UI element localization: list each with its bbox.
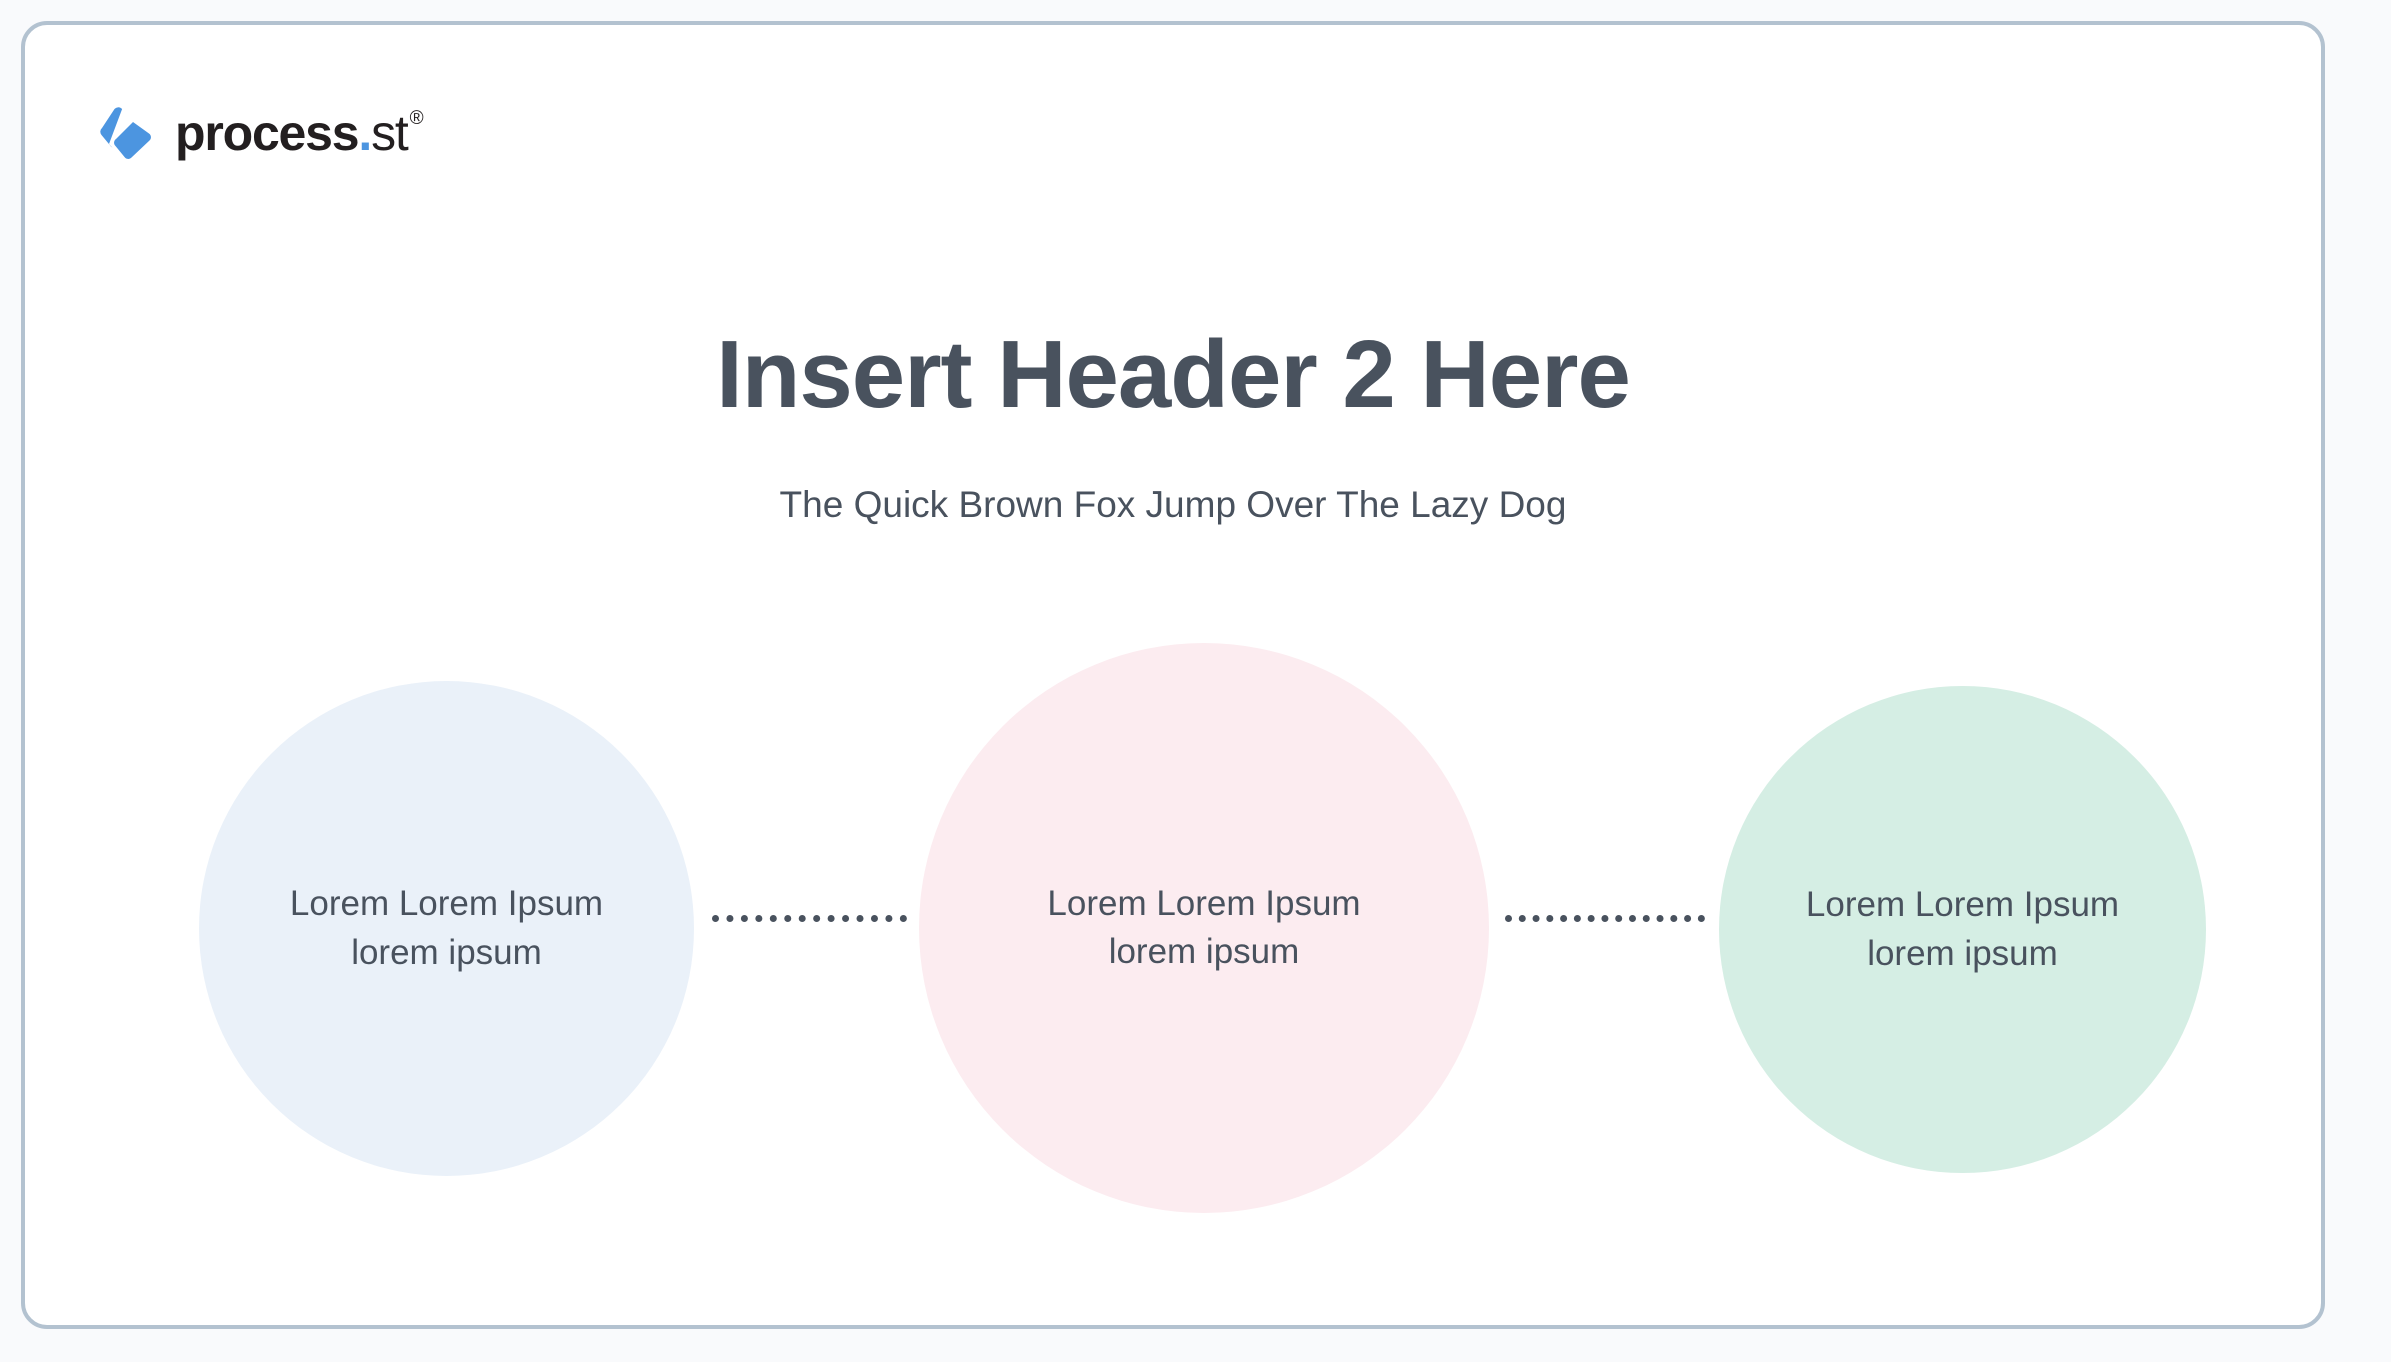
flow-node-3-label: Lorem Lorem Ipsum lorem ipsum (1778, 881, 2147, 978)
flow-node-3-line2: lorem ipsum (1867, 933, 2058, 973)
flow-node-2-label: Lorem Lorem Ipsum lorem ipsum (1019, 880, 1388, 977)
flow-connector-2 (1505, 915, 1705, 922)
flow-node-2-line1: Lorem Lorem Ipsum (1047, 883, 1361, 923)
flow-node-1: Lorem Lorem Ipsum lorem ipsum (199, 681, 694, 1176)
flow-node-2: Lorem Lorem Ipsum lorem ipsum (919, 643, 1489, 1213)
wordmark-process: process (175, 105, 360, 161)
flow-node-3: Lorem Lorem Ipsum lorem ipsum (1719, 686, 2206, 1173)
process-st-logo-icon (100, 104, 154, 161)
flow-node-3-line1: Lorem Lorem Ipsum (1805, 885, 2120, 925)
slide-card: process . st ® Insert Header 2 Here The … (21, 21, 2325, 1329)
process-flow-diagram: Lorem Lorem Ipsum lorem ipsum Lorem Lore… (25, 641, 2329, 1221)
page-title: Insert Header 2 Here (716, 321, 1631, 428)
flow-node-2-line2: lorem ipsum (1108, 932, 1300, 971)
wordmark-dot: . (358, 105, 372, 161)
brand-logo: process . st ® (95, 100, 424, 166)
flow-node-1-label: Lorem Lorem Ipsum lorem ipsum (262, 880, 631, 977)
registered-trademark-icon: ® (409, 108, 424, 129)
flow-connector-1 (712, 915, 907, 922)
brand-wordmark: process . st ® (175, 105, 424, 161)
flow-node-1-line2: lorem ipsum (351, 932, 542, 972)
wordmark-tld: st (371, 105, 409, 161)
flow-node-1-line1: Lorem Lorem Ipsum (289, 884, 604, 924)
page-subtitle: The Quick Brown Fox Jump Over The Lazy D… (779, 484, 1567, 525)
